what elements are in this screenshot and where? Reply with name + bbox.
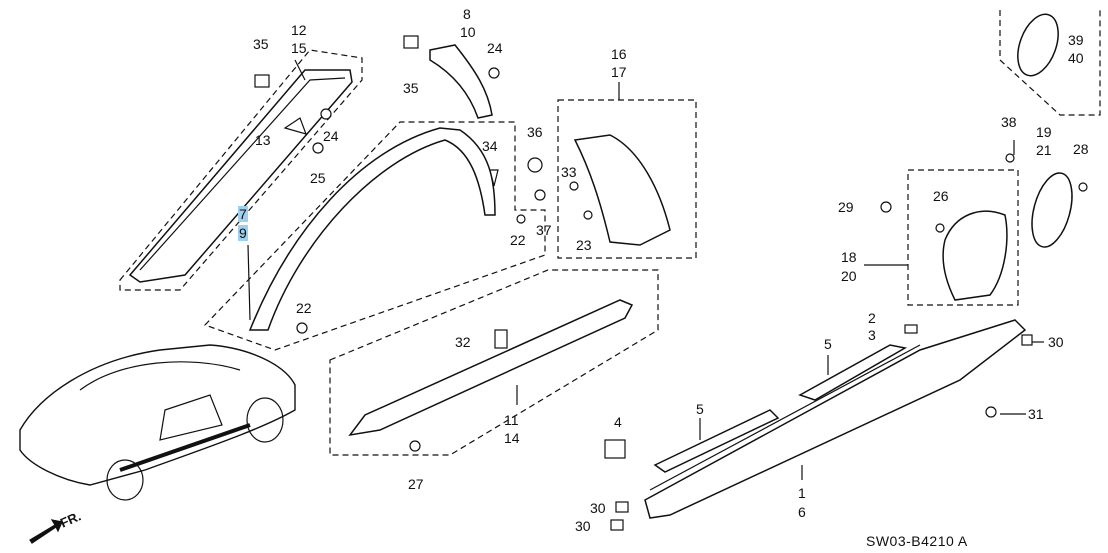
pillar-garnish [429, 44, 493, 119]
label-4: 4 [614, 414, 622, 430]
label-1: 1 [798, 485, 806, 501]
label-6: 6 [798, 504, 806, 520]
label-32: 32 [455, 334, 471, 350]
label-3: 3 [868, 327, 876, 343]
label-22b: 22 [296, 300, 312, 316]
label-27: 27 [408, 476, 424, 492]
side-sill [644, 319, 1027, 519]
label-2: 2 [868, 310, 876, 326]
intake-box [907, 169, 1019, 306]
label-13: 13 [255, 132, 271, 148]
quarter-trim [573, 134, 671, 246]
label-33: 33 [561, 164, 577, 180]
label-17: 17 [611, 64, 627, 80]
strip-5-upper [798, 344, 908, 401]
label-35a: 35 [253, 36, 269, 52]
label-26: 26 [933, 188, 949, 204]
label-15: 15 [291, 40, 307, 56]
label-16: 16 [611, 46, 627, 62]
label-19: 19 [1036, 124, 1052, 140]
label-37: 37 [536, 222, 552, 238]
label-22a: 22 [510, 232, 526, 248]
label-23: 23 [576, 237, 592, 253]
label-5b: 5 [696, 401, 704, 417]
sill-molding [348, 299, 634, 437]
label-12: 12 [291, 22, 307, 38]
label-31: 31 [1028, 406, 1044, 422]
label-14: 14 [504, 430, 520, 446]
label-11: 11 [504, 412, 519, 428]
front-arrow-icon [29, 519, 63, 544]
label-40: 40 [1068, 50, 1084, 66]
label-24b: 24 [487, 40, 503, 56]
label-39: 39 [1068, 32, 1084, 48]
quarter-trim-box [557, 99, 697, 259]
molding-12-15-box [119, 49, 363, 291]
label-30b: 30 [590, 500, 606, 516]
diagram-code: SW03-B4210 A [866, 533, 968, 549]
strip-5-lower [653, 409, 780, 473]
sill-molding-box [329, 269, 659, 456]
grille-19 [1031, 172, 1073, 248]
label-35b: 35 [403, 80, 419, 96]
label-24a: 24 [323, 128, 339, 144]
label-18: 18 [841, 249, 857, 265]
roof-molding [128, 69, 353, 283]
label-34: 34 [482, 138, 498, 154]
label-9: 9 [238, 225, 248, 241]
label-36: 36 [527, 124, 543, 140]
label-38: 38 [1001, 114, 1017, 130]
label-5a: 5 [824, 336, 832, 352]
label-30a: 30 [1048, 334, 1064, 350]
label-25: 25 [310, 170, 326, 186]
label-7: 7 [238, 206, 248, 222]
door-frame [248, 127, 496, 331]
label-20: 20 [841, 268, 857, 284]
grille-39 [1017, 13, 1059, 77]
intake-18 [942, 210, 1008, 301]
label-10: 10 [460, 24, 476, 40]
grille-box [999, 10, 1101, 116]
label-28: 28 [1073, 141, 1089, 157]
car-outline [19, 344, 296, 486]
car-wheel [246, 397, 284, 443]
label-8: 8 [463, 6, 471, 22]
door-frame-box [203, 121, 546, 351]
label-30c: 30 [575, 518, 591, 534]
label-21: 21 [1036, 142, 1052, 158]
label-29: 29 [838, 199, 854, 215]
